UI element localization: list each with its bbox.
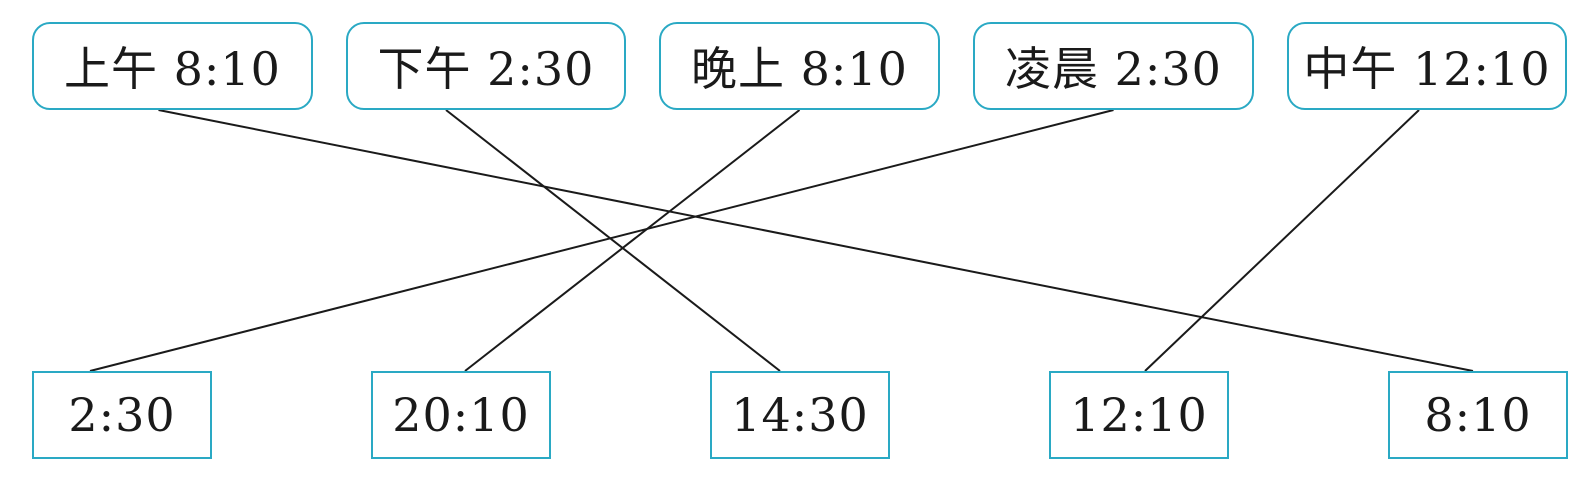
top-box-0: 上午 8:10 — [32, 22, 313, 110]
bottom-box-2: 14:30 — [710, 371, 890, 459]
top-box-label: 晚上 8:10 — [691, 42, 908, 96]
top-box-3: 凌晨 2:30 — [973, 22, 1254, 110]
top-box-label: 下午 2:30 — [377, 42, 595, 96]
bottom-box-label: 12:10 — [1070, 388, 1208, 442]
connection-line-2 — [464, 109, 801, 372]
bottom-box-0: 2:30 — [32, 371, 212, 459]
bottom-box-label: 20:10 — [392, 388, 530, 442]
connection-line-3 — [89, 109, 1114, 372]
bottom-box-label: 14:30 — [731, 388, 869, 442]
top-box-label: 中午 12:10 — [1303, 42, 1551, 96]
top-box-label: 凌晨 2:30 — [1005, 42, 1222, 96]
bottom-box-3: 12:10 — [1049, 371, 1229, 459]
bottom-box-4: 8:10 — [1388, 371, 1568, 459]
bottom-box-label: 8:10 — [1424, 388, 1532, 442]
top-box-2: 晚上 8:10 — [659, 22, 940, 110]
connection-line-4 — [1144, 109, 1420, 372]
bottom-box-label: 2:30 — [68, 388, 176, 442]
top-box-4: 中午 12:10 — [1287, 22, 1567, 110]
top-box-1: 下午 2:30 — [346, 22, 626, 110]
connection-line-0 — [158, 109, 1474, 372]
top-box-label: 上午 8:10 — [64, 42, 281, 96]
bottom-box-1: 20:10 — [371, 371, 551, 459]
connection-line-1 — [445, 109, 781, 372]
